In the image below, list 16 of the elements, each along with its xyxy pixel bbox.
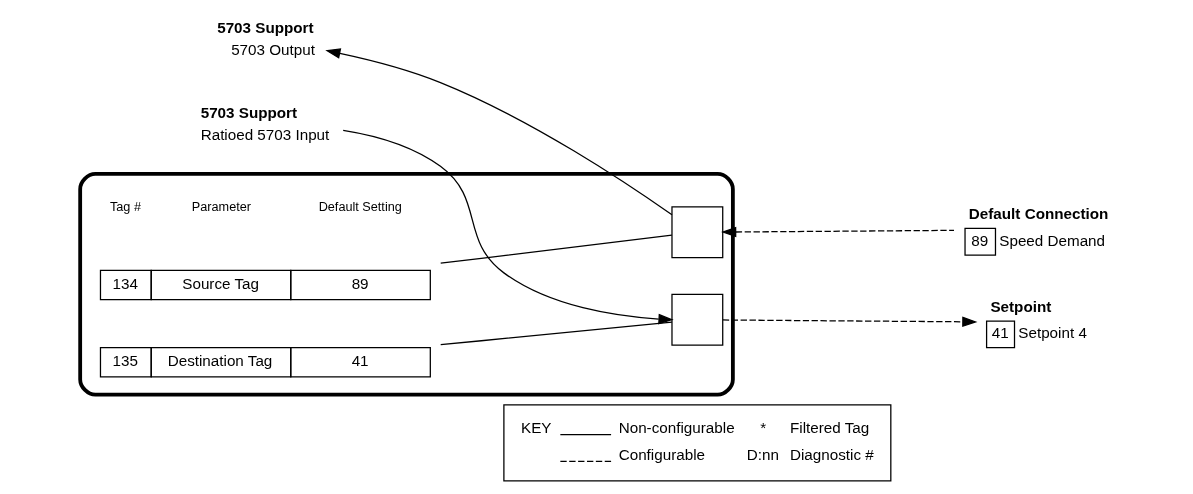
node-label: Speed Demand [999, 231, 1106, 249]
legend-label: Configurable [618, 445, 705, 463]
legend-label: Diagnostic # [789, 445, 874, 463]
node-label: Setpoint 4 [1018, 323, 1087, 341]
node-text: 5703 Support 5703 Output [217, 18, 315, 58]
node-text: 5703 Support Ratioed 5703 Input [200, 103, 330, 143]
label: Tag # [109, 199, 141, 214]
legend-label: Non-configurable [618, 418, 735, 436]
label: Default Setting [318, 199, 402, 214]
label: D:nn [746, 445, 779, 463]
node-label: Default Connection [968, 204, 1109, 222]
node-label: Setpoint [990, 297, 1052, 315]
label: Parameter [191, 199, 251, 214]
legend-label: Filtered Tag [789, 418, 870, 436]
label: KEY [521, 418, 552, 436]
label: * [760, 418, 767, 436]
